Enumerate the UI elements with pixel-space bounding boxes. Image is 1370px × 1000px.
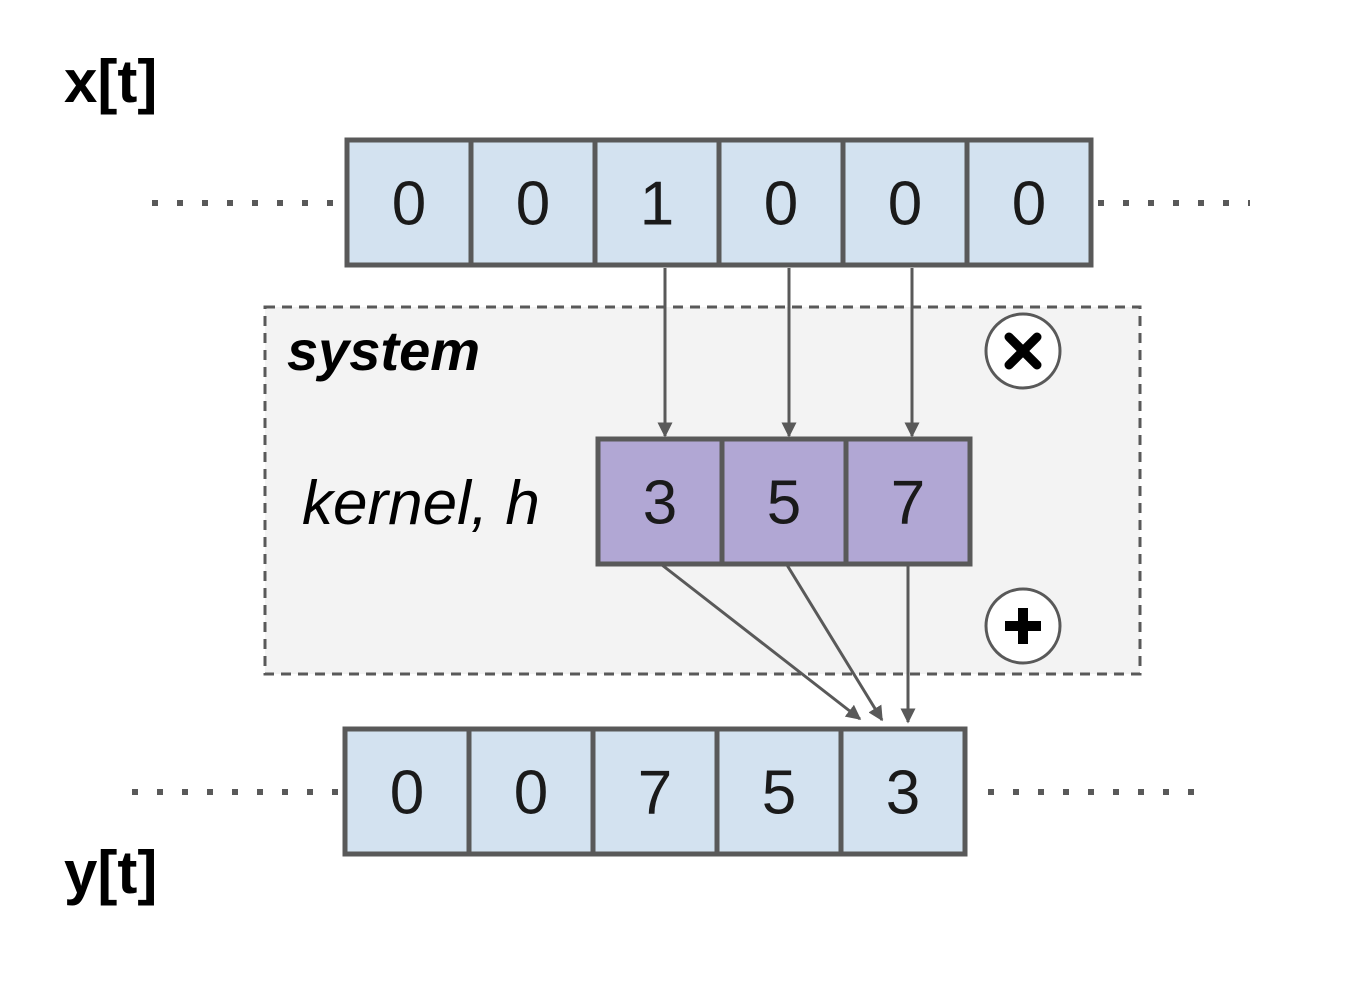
kernel-array: 3 5 7	[595, 436, 973, 567]
kernel-value-1: 3	[643, 469, 677, 538]
input-value-5: 0	[888, 170, 922, 239]
input-value-6: 0	[1012, 170, 1046, 239]
output-value-1: 0	[390, 759, 424, 828]
arrow-kernel-to-output-2	[785, 564, 884, 722]
kernel-value-2: 5	[767, 469, 801, 538]
output-value-5: 3	[886, 759, 920, 828]
input-value-1: 0	[392, 170, 426, 239]
input-cell-2	[468, 137, 598, 268]
input-value-2: 0	[516, 170, 550, 239]
kernel-value-3: 7	[891, 469, 925, 538]
input-cell-6	[964, 137, 1094, 268]
output-cell-1	[342, 726, 472, 857]
input-cell-1	[344, 137, 474, 268]
arrow-kernel-to-output-1	[661, 563, 862, 721]
input-value-4: 0	[764, 170, 798, 239]
output-value-3: 7	[638, 759, 672, 828]
system-label: system	[287, 319, 480, 382]
kernel-cell-3	[843, 436, 973, 567]
output-value-4: 5	[762, 759, 796, 828]
output-cell-5	[838, 726, 968, 857]
input-label: x[t]	[64, 48, 157, 115]
input-value-3: 1	[640, 170, 674, 239]
input-signal: 0 0 1 0 0 0	[344, 137, 1094, 268]
kernel-cell-2	[719, 436, 849, 567]
kernel-label: kernel, h	[302, 469, 540, 538]
plus-icon	[984, 587, 1062, 665]
output-value-2: 0	[514, 759, 548, 828]
output-label: y[t]	[64, 839, 157, 906]
output-cell-4	[714, 726, 844, 857]
output-signal: 0 0 7 5 3	[342, 726, 968, 857]
multiply-icon	[984, 312, 1062, 390]
